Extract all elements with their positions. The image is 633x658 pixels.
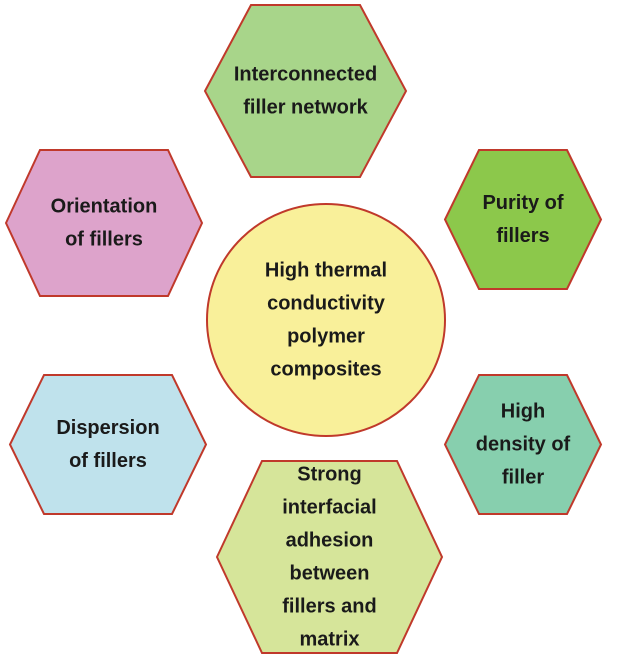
- factor-orientation-label-line: Orientation: [51, 196, 158, 218]
- factor-adhesion: Strong interfacial adhesion between fillers …: [215, 460, 444, 654]
- factor-orientation: Orientation of fillers: [4, 149, 204, 297]
- factor-hexagon: [215, 460, 444, 654]
- factor-purity-label-line: fillers: [496, 225, 549, 247]
- factor-density: High density of filler: [443, 374, 603, 515]
- factor-hexagon: [443, 374, 603, 515]
- factor-hexagon: [8, 374, 208, 515]
- center-label-line: conductivity: [267, 293, 386, 315]
- factor-adhesion-label-line: matrix: [299, 629, 359, 651]
- factor-adhesion-label-line: fillers and: [282, 596, 376, 618]
- factor-density-label-line: High: [501, 401, 545, 423]
- center-label-line: polymer: [287, 326, 365, 348]
- factor-adhesion-label-line: adhesion: [286, 530, 374, 552]
- factor-density-label-line: filler: [502, 467, 544, 489]
- factor-purity: Purity of fillers: [443, 149, 603, 290]
- center-circle: [206, 203, 446, 437]
- factor-dispersion-label-line: Dispersion: [56, 417, 159, 439]
- factor-adhesion-label-line: interfacial: [282, 497, 376, 519]
- factor-adhesion-label-line: Strong: [297, 464, 361, 486]
- factor-dispersion: Dispersion of fillers: [8, 374, 208, 515]
- factor-interconnected-label-line: Interconnected: [234, 64, 377, 86]
- factor-interconnected: Interconnected filler network: [203, 4, 408, 178]
- factor-purity-label-line: Purity of: [482, 192, 563, 214]
- factor-interconnected-label-line: filler network: [243, 97, 368, 119]
- factor-hexagon: [4, 149, 204, 297]
- factor-adhesion-label-line: between: [289, 563, 369, 585]
- factor-orientation-label-line: of fillers: [65, 229, 143, 251]
- factor-dispersion-label-line: of fillers: [69, 450, 147, 472]
- factor-density-label-line: density of: [476, 434, 571, 456]
- center-label-line: High thermal: [265, 260, 387, 282]
- center-concept: High thermal conductivity polymer composite…: [206, 203, 446, 437]
- center-label-line: composites: [270, 359, 381, 381]
- factor-hexagon: [203, 4, 408, 178]
- factor-hexagon: [443, 149, 603, 290]
